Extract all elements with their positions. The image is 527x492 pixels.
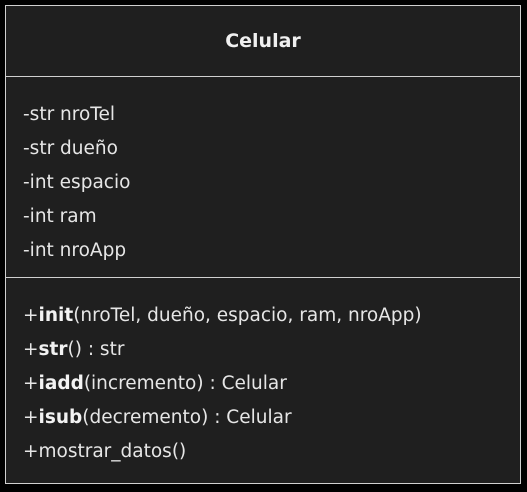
method-signature: (incremento) : Celular <box>83 373 287 394</box>
methods-compartment: +init(nroTel, dueño, espacio, ram, nroAp… <box>6 278 520 469</box>
method-row-iadd: +iadd(incremento) : Celular <box>23 367 520 401</box>
method-name: iadd <box>38 373 84 394</box>
method-signature: (decremento) : Celular <box>82 407 292 428</box>
method-row-init: +init(nroTel, dueño, espacio, ram, nroAp… <box>23 299 520 333</box>
attributes-compartment: -str nroTel -str dueño -int espacio -int… <box>6 77 520 278</box>
attribute-row: -str nroTel <box>23 104 115 125</box>
method-visibility: + <box>23 305 39 326</box>
attribute-row: -int ram <box>23 206 97 227</box>
method-visibility: + <box>23 339 39 360</box>
attribute-row: -int espacio <box>23 172 131 193</box>
method-row-str: +str() : str <box>23 333 520 367</box>
method-row-isub: +isub(decremento) : Celular <box>23 401 520 435</box>
method-name: str <box>38 339 68 360</box>
method-name: isub <box>38 407 83 428</box>
attribute-row: -str dueño <box>23 138 118 159</box>
class-name: Celular <box>6 6 520 77</box>
method-row-mostrar-datos: +mostrar_datos() <box>23 435 520 469</box>
method-name: init <box>38 305 74 326</box>
method-visibility: + <box>23 373 39 394</box>
uml-class-box: Celular -str nroTel -str dueño -int espa… <box>5 5 521 484</box>
attribute-row: -int nroApp <box>23 240 127 261</box>
method-visibility: + <box>23 407 39 428</box>
method-signature: () : str <box>67 339 125 360</box>
method-signature: (nroTel, dueño, espacio, ram, nroApp) <box>73 305 422 326</box>
method-signature: +mostrar_datos() <box>23 441 187 462</box>
